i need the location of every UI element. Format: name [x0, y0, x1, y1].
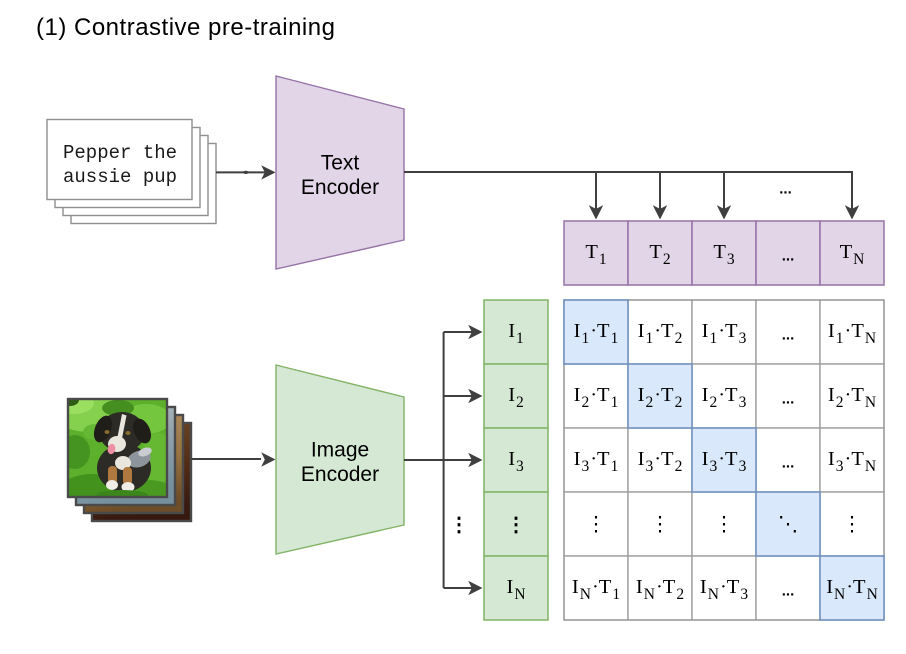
- svg-text:⋮: ⋮: [449, 514, 469, 536]
- svg-text:...: ...: [782, 391, 795, 408]
- svg-text:Encoder: Encoder: [301, 463, 379, 486]
- svg-text:⋮: ⋮: [714, 514, 735, 536]
- svg-text:Pepper the: Pepper the: [63, 142, 177, 164]
- svg-text:(1) Contrastive pre-training: (1) Contrastive pre-training: [36, 14, 335, 41]
- svg-text:...: ...: [779, 181, 792, 198]
- svg-text:Text: Text: [321, 152, 360, 175]
- svg-text:⋮: ⋮: [650, 514, 671, 536]
- svg-text:⋮: ⋮: [586, 514, 607, 536]
- svg-text:Image: Image: [311, 439, 369, 462]
- svg-text:...: ...: [782, 455, 795, 472]
- svg-text:...: ...: [782, 248, 795, 265]
- svg-text:aussie pup: aussie pup: [63, 166, 177, 188]
- svg-text:...: ...: [782, 583, 795, 600]
- svg-text:...: ...: [782, 327, 795, 344]
- svg-text:⋮: ⋮: [842, 514, 863, 536]
- svg-text:⋮: ⋮: [506, 514, 526, 536]
- svg-text:⋱: ⋱: [778, 514, 799, 536]
- svg-text:Encoder: Encoder: [301, 176, 379, 199]
